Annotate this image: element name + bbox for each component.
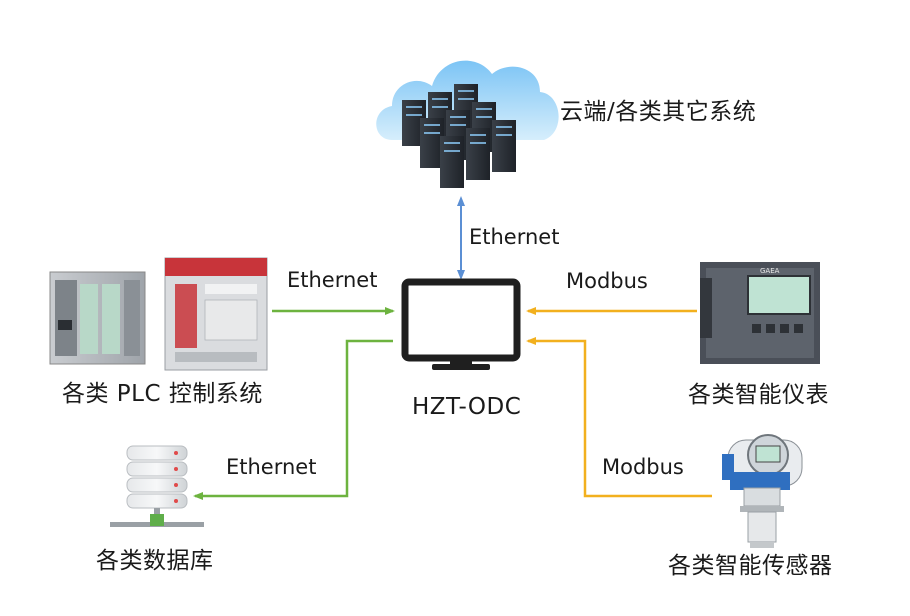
gateway-monitor-icon bbox=[401, 278, 521, 370]
plc-icon bbox=[49, 257, 268, 371]
plc-label: 各类 PLC 控制系统 bbox=[62, 381, 263, 407]
smart-meter-icon: GAEA bbox=[700, 262, 820, 364]
sensor-link-label: Modbus bbox=[602, 455, 684, 479]
meter-link-label: Modbus bbox=[566, 269, 648, 293]
database-label: 各类数据库 bbox=[96, 548, 214, 574]
db-link-label: Ethernet bbox=[226, 455, 317, 479]
meter-label: 各类智能仪表 bbox=[688, 382, 829, 408]
plc-link-label: Ethernet bbox=[287, 268, 378, 292]
cloud-link-label: Ethernet bbox=[469, 225, 560, 249]
cloud-server-icon bbox=[376, 60, 559, 188]
edge-sensor-gateway bbox=[526, 337, 712, 498]
sensor-label: 各类智能传感器 bbox=[668, 553, 833, 579]
sensor-icon bbox=[722, 434, 803, 548]
meter-brand-text: GAEA bbox=[760, 267, 780, 275]
gateway-label: HZT-ODC bbox=[412, 394, 522, 420]
database-icon bbox=[110, 445, 204, 527]
edge-gateway-database bbox=[193, 339, 393, 500]
cloud-label: 云端/各类其它系统 bbox=[560, 99, 757, 125]
